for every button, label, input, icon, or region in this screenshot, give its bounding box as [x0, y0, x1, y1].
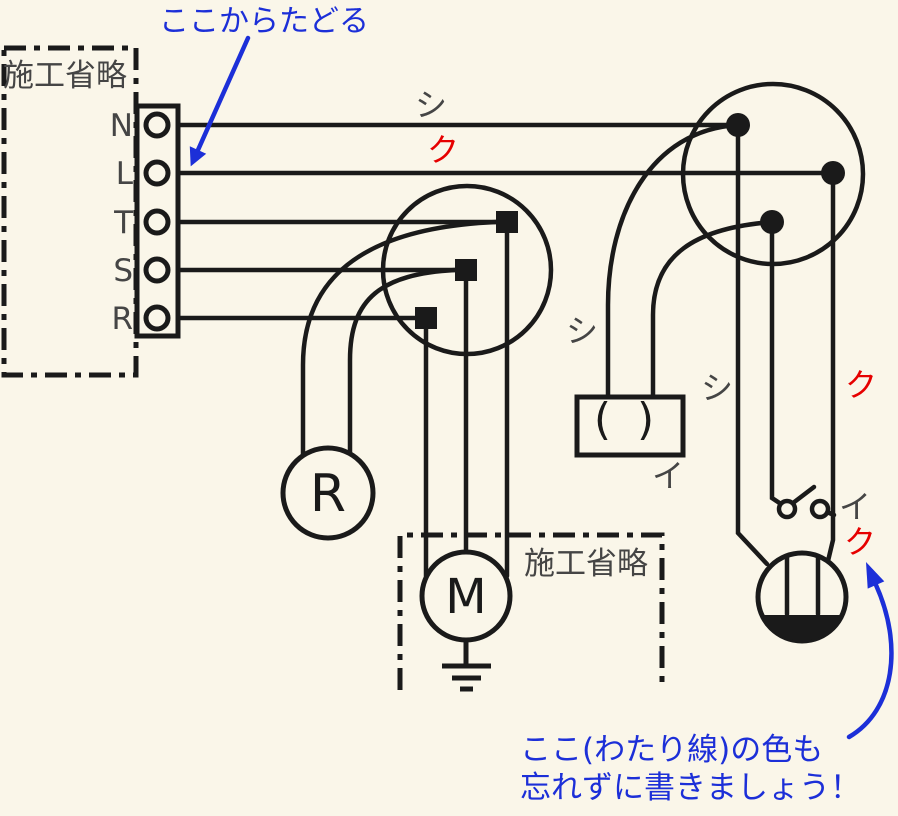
connector-terminal-3 — [415, 307, 437, 329]
lamp-r-label: R — [310, 464, 346, 524]
jumper-note-line1: ここ(わたり線)の色も — [520, 732, 823, 768]
joint-box — [680, 81, 866, 567]
fixture-black-segment — [762, 615, 842, 641]
trace-arrow-shaft — [195, 35, 251, 153]
label-paren-circuit: イ — [652, 457, 684, 495]
wire-neutral-drop — [735, 122, 770, 567]
source-panel-label: 施工省略 — [3, 58, 127, 94]
switch-contact-right — [809, 498, 831, 520]
trace-arrow-head — [189, 146, 207, 167]
omitted-panel-box — [397, 532, 665, 690]
jumper-arrow-head — [866, 562, 885, 589]
trace-start-note: ここからたどる — [159, 4, 369, 39]
terminal-label-n: N — [110, 108, 133, 144]
lamp-r-circle — [280, 445, 376, 541]
jumper-arrow-shaft — [846, 582, 894, 740]
terminal-n — [143, 111, 171, 139]
blue-annotations: ここからたどる ここ(わたり線)の色も 忘れずに書きましょう！ — [159, 4, 894, 806]
joint-dot-3 — [760, 210, 784, 234]
terminal-s — [143, 256, 171, 284]
connector-box — [380, 183, 554, 579]
terminal-label-s: S — [113, 253, 133, 289]
terminal-label-l: L — [116, 156, 134, 192]
wire-black-drop — [825, 170, 836, 564]
switch-group — [776, 484, 837, 520]
lamp-r-group: R — [280, 219, 499, 541]
terminal-label-t: T — [113, 205, 134, 241]
label-drop-black: ク — [845, 366, 877, 404]
motor-group: M 施工省略 — [397, 532, 665, 692]
terminal-l — [143, 159, 171, 187]
paren-device-box — [574, 394, 686, 458]
wire-paren-to-joint — [650, 219, 775, 400]
source-panel: 施工省略 N L T S R — [1, 45, 181, 378]
wire-switch-leg — [769, 219, 784, 507]
supply-lines — [165, 122, 836, 321]
terminal-r — [143, 304, 171, 332]
terminal-label-r: R — [111, 301, 133, 337]
switch-blade — [790, 484, 817, 506]
label-n-white: シ — [415, 86, 447, 124]
omitted-panel-label: 施工省略 — [524, 546, 648, 582]
switch-contact-left — [776, 498, 798, 520]
jumper-note-line2: 忘れずに書きましょう！ — [520, 770, 861, 806]
connector-terminal-1 — [496, 211, 518, 233]
wire-lamp-right-curve — [347, 267, 458, 457]
motor-label: M — [445, 569, 486, 625]
paren-device-label: ( ) — [594, 394, 660, 445]
label-drop-white: シ — [701, 369, 733, 407]
wire-paren-to-n — [605, 122, 741, 400]
label-paren-white: シ — [566, 312, 598, 350]
paren-device-group: ( ) — [574, 122, 775, 458]
terminal-t — [143, 208, 171, 236]
joint-dot-1 — [726, 113, 750, 137]
wire-lamp-left-curve — [300, 219, 499, 459]
wire-color-labels: シ ク シ シ イ ク イ ク — [415, 86, 877, 561]
ceiling-fixture — [755, 550, 849, 644]
label-jumper-black: ク — [844, 523, 876, 561]
connector-terminal-2 — [455, 259, 477, 281]
joint-dot-2 — [821, 161, 845, 185]
label-switch-name: イ — [839, 488, 871, 526]
label-l-black: ク — [427, 131, 459, 169]
